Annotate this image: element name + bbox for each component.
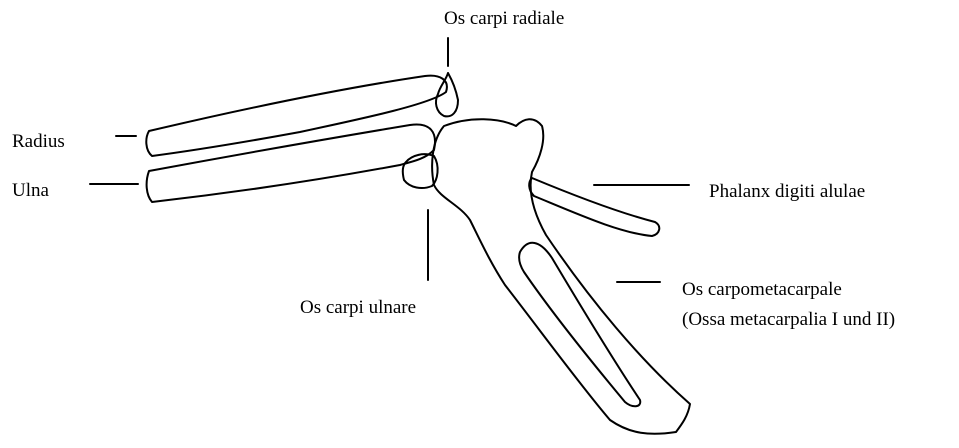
os-carpi-radiale-bone xyxy=(436,73,458,116)
label-os-carpi-ulnare: Os carpi ulnare xyxy=(300,297,416,319)
label-ulna: Ulna xyxy=(12,180,49,202)
label-ossa-metacarpalia: (Ossa metacarpalia I und II) xyxy=(682,309,895,331)
label-os-carpi-radiale: Os carpi radiale xyxy=(444,8,564,30)
phalanx-digiti-alulae-bone xyxy=(529,178,659,236)
ulna-bone xyxy=(147,124,435,202)
label-phalanx-digiti-alulae: Phalanx digiti alulae xyxy=(709,181,865,203)
label-radius: Radius xyxy=(12,131,65,153)
os-carpometacarpale-bone xyxy=(432,119,690,434)
label-os-carpometacarpale: Os carpometacarpale xyxy=(682,279,842,301)
